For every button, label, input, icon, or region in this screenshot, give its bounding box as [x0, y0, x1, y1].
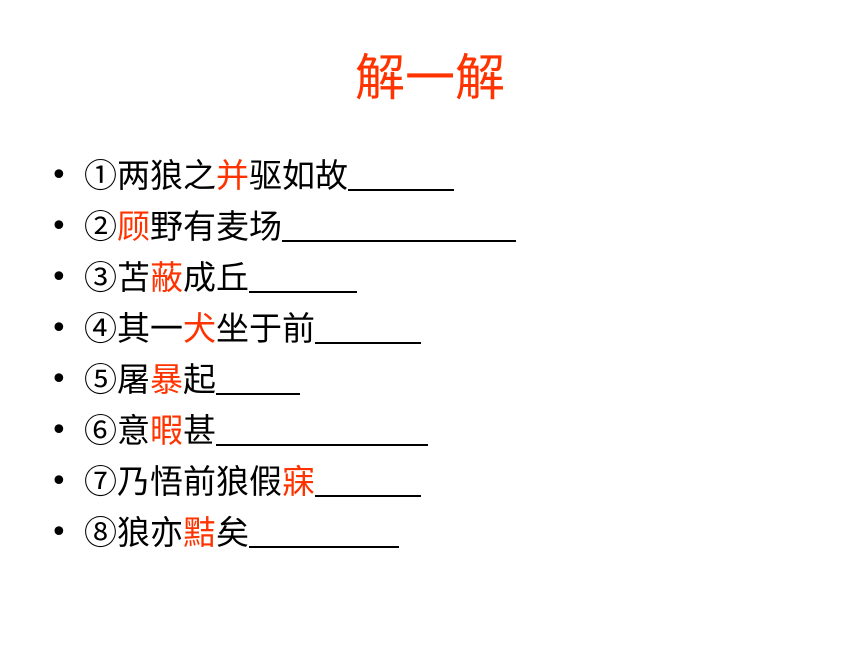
question-list: •①两狼之并驱如故 •②顾野有麦场 •③苫蔽成丘 •④其一犬坐于前 •⑤屠暴起 …	[50, 150, 516, 558]
list-item: • ②顾野有麦场	[50, 201, 516, 252]
item-suffix: 坐于前	[216, 309, 315, 348]
item-prefix: ⑦乃悟前狼假	[84, 462, 282, 501]
item-suffix: 矣	[216, 513, 249, 552]
item-suffix: 成丘	[183, 258, 249, 297]
list-item: • ⑧狼亦黠矣	[50, 507, 516, 558]
highlighted-character: 蔽	[150, 258, 183, 297]
answer-blank	[315, 463, 421, 497]
highlighted-character: 暴	[150, 360, 183, 399]
list-item: • ⑦乃悟前狼假寐	[50, 456, 516, 507]
item-prefix: ⑧狼亦	[84, 513, 183, 552]
list-item: • ⑤屠暴起	[50, 354, 516, 405]
highlighted-character: 暇	[150, 411, 183, 450]
bullet-icon: •	[50, 260, 68, 295]
item-prefix: ⑥意	[84, 411, 150, 450]
item-suffix: 野有麦场	[150, 207, 282, 246]
highlighted-character: 犬	[183, 309, 216, 348]
bullet-icon: •	[50, 464, 68, 499]
bullet-icon: •	[50, 515, 68, 550]
item-prefix: ②	[84, 207, 117, 246]
item-prefix: ④其一	[84, 309, 183, 348]
item-prefix: ①两狼之	[84, 156, 216, 195]
list-item: • ③苫蔽成丘	[50, 252, 516, 303]
bullet-icon: •	[50, 362, 68, 397]
bullet-icon: •	[50, 158, 68, 193]
highlighted-character: 黠	[183, 513, 216, 552]
answer-blank	[282, 208, 516, 242]
highlighted-character: 并	[216, 156, 249, 195]
item-prefix: ③苫	[84, 258, 150, 297]
answer-blank	[249, 259, 357, 293]
list-item: • ⑥意暇甚	[50, 405, 516, 456]
answer-blank	[315, 310, 421, 344]
highlighted-character: 寐	[282, 462, 315, 501]
bullet-icon: •	[50, 209, 68, 244]
item-prefix: ⑤屠	[84, 360, 150, 399]
list-item: • ④其一犬坐于前	[50, 303, 516, 354]
answer-blank	[216, 412, 428, 446]
answer-blank	[348, 157, 454, 191]
answer-blank	[249, 514, 399, 548]
answer-blank	[216, 361, 300, 395]
list-item: • ①两狼之并驱如故	[50, 150, 516, 201]
bullet-icon: •	[50, 311, 68, 346]
slide-title: 解一解	[355, 49, 505, 107]
highlighted-character: 顾	[117, 207, 150, 246]
item-suffix: 甚	[183, 411, 216, 450]
bullet-icon: •	[50, 413, 68, 448]
item-suffix: 驱如故	[249, 156, 348, 195]
item-suffix: 起	[183, 360, 216, 399]
